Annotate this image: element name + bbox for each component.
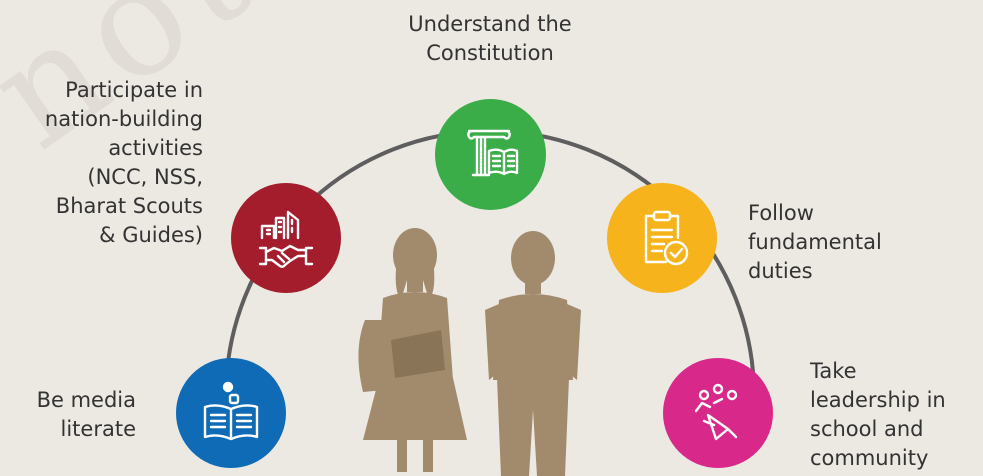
buildings-handshake-icon	[258, 210, 314, 268]
boy-figure	[485, 231, 581, 476]
label-leadership: Take leadership in school and community	[810, 359, 946, 470]
constitution-node	[435, 99, 546, 210]
newspaper-social-icon	[203, 381, 259, 441]
girl-figure	[358, 228, 467, 472]
students-illustration	[358, 228, 581, 476]
media-literacy-node	[176, 358, 286, 468]
megaphone-people-icon	[694, 383, 738, 441]
pillar-book-icon	[466, 129, 518, 176]
fundamental-duties-node	[607, 183, 717, 293]
label-fundamental-duties: Follow fundamental duties	[748, 201, 882, 283]
label-nation-building: Participate in nation-building activitie…	[44, 78, 203, 247]
nation-building-node	[231, 183, 341, 293]
leadership-node	[663, 358, 773, 468]
label-media-literate: Be media literate	[36, 388, 136, 441]
label-constitution: Understand the Constitution	[408, 12, 572, 65]
clipboard-check-icon	[644, 210, 689, 266]
